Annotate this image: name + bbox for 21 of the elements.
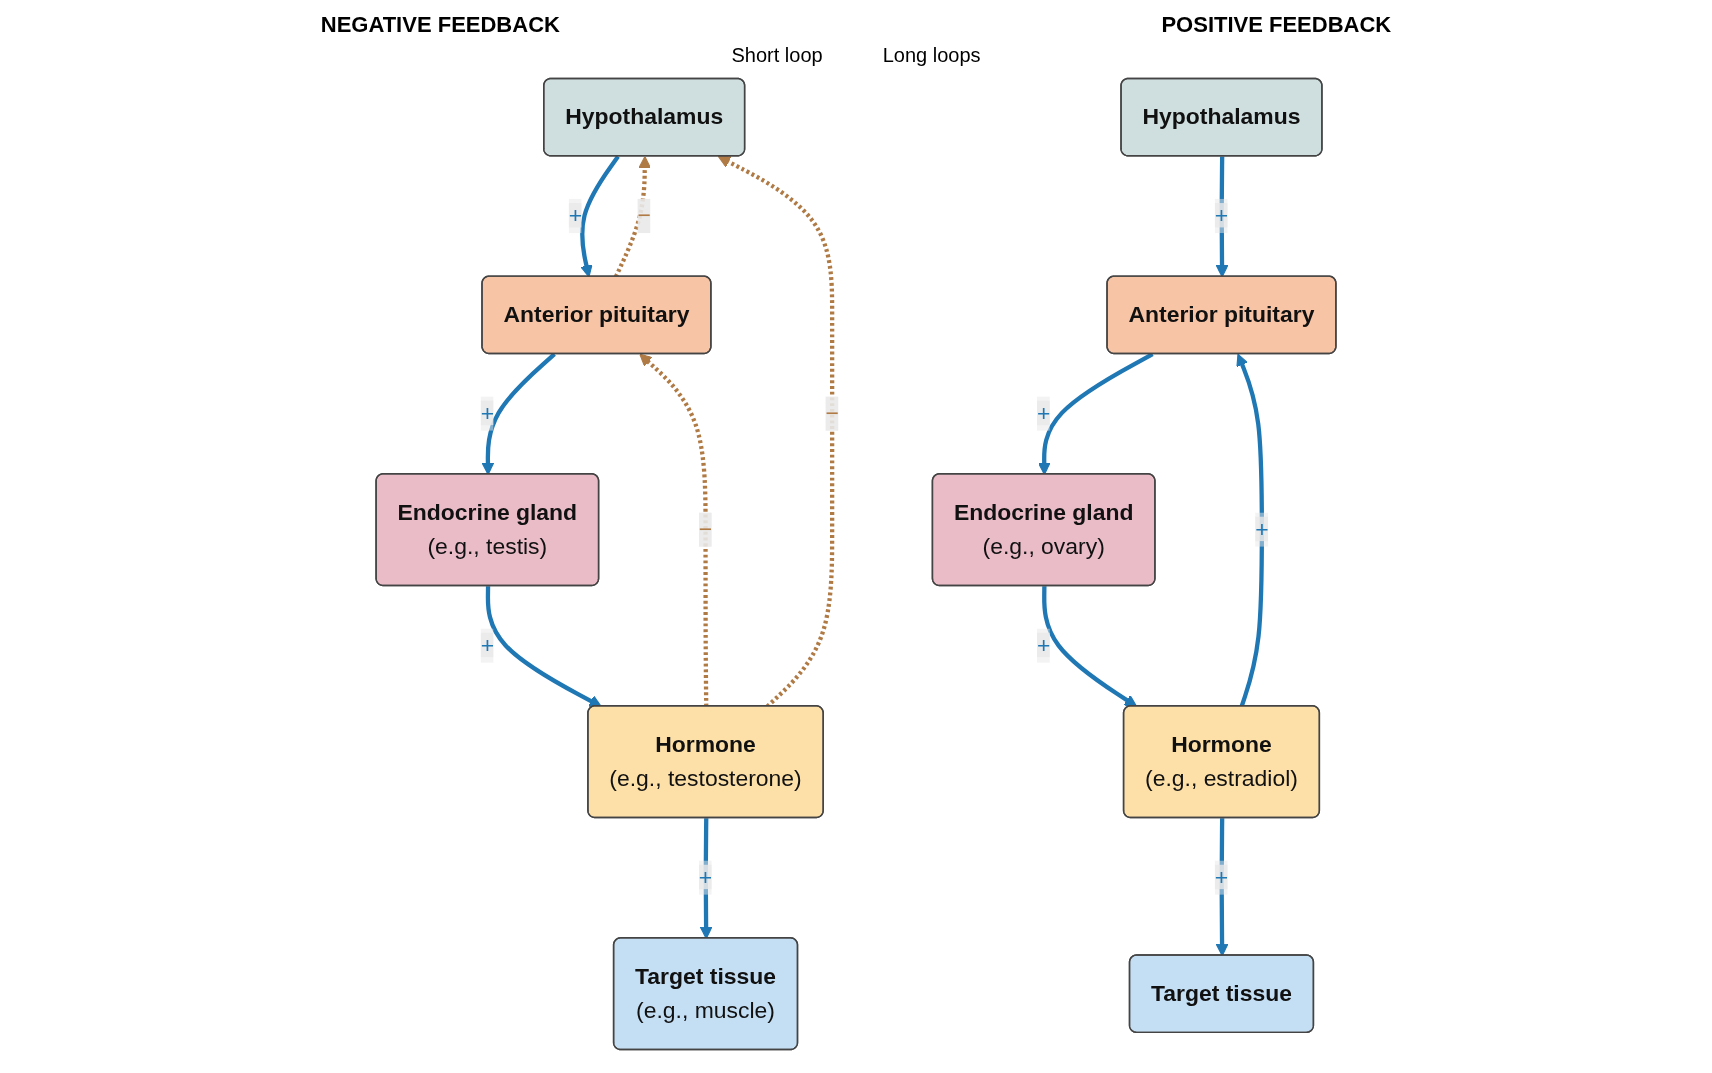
edge-label: + (480, 400, 495, 426)
arrow (639, 353, 709, 707)
edge-label: + (1036, 632, 1051, 658)
edge-label: − (637, 203, 651, 228)
edge-label: − (825, 400, 839, 426)
arrow (580, 155, 620, 278)
arrow (485, 586, 602, 708)
edge-label: + (1255, 516, 1269, 542)
edge-label: + (1214, 864, 1229, 890)
edge-label: + (480, 632, 495, 658)
edge-label: + (1036, 400, 1051, 426)
note-text: Long loops (882, 44, 981, 67)
edge-label: − (698, 516, 713, 542)
note-text: Short loop (731, 44, 823, 67)
edge-label: + (1214, 203, 1229, 228)
edge-label: + (568, 203, 583, 228)
arrow (1042, 586, 1138, 708)
edge-label: + (698, 864, 713, 890)
section-heading: POSITIVE FEEDBACK (1161, 12, 1392, 38)
arrow (613, 155, 652, 278)
section-heading: NEGATIVE FEEDBACK (320, 12, 560, 38)
